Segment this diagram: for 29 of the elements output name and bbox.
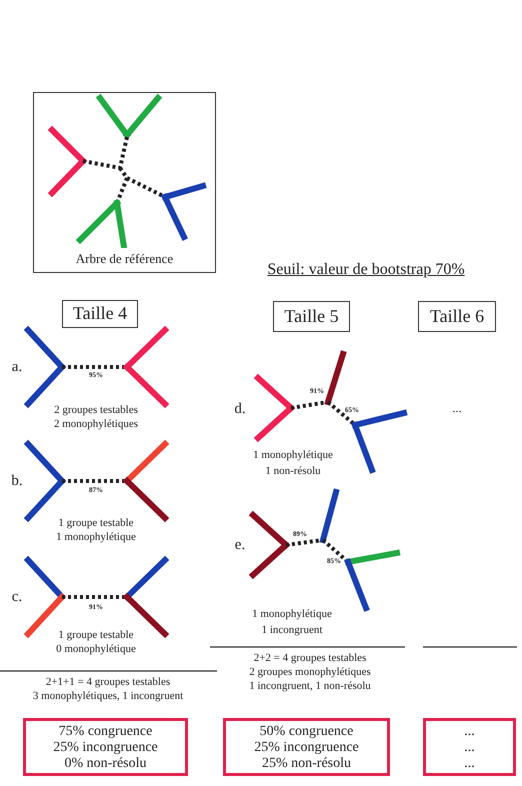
tree-caption: 1 non-résolu (265, 466, 321, 477)
panel-letter: d. (234, 402, 246, 417)
panel-letter: b. (11, 474, 23, 489)
tree-caption: 1 incongruent (262, 625, 322, 636)
summary-text: 2+2 = 4 groupes testables (254, 653, 366, 664)
panel-caption: Arbre de référence (74, 251, 174, 267)
tree-caption: 0 monophylétique (56, 644, 136, 655)
tree-caption: 1 groupe testable (58, 518, 134, 529)
size-header: Taille 5 (273, 301, 350, 332)
result-box: ... ... ... (423, 718, 516, 776)
size-header: Taille 6 (418, 301, 496, 332)
result-box: 50% congruence 25% incongruence 25% non-résolu (223, 718, 390, 776)
panel-letter: a. (12, 360, 22, 375)
panel-letter: e. (234, 538, 246, 553)
summary-text: 2 groupes monophylétiques (249, 667, 371, 678)
size-header: Taille 4 (62, 300, 138, 328)
summary-text: 2+1+1 = 4 groupes testables (46, 677, 170, 688)
summary-text: 1 incongruent, 1 non-résolu (249, 681, 371, 692)
tree-caption: 2 monophylétiques (54, 419, 138, 430)
summary-text: 3 monophylétiques, 1 incongruent (32, 691, 184, 702)
threshold-heading: Seuil: valeur de bootstrap 70% (267, 262, 465, 278)
tree-caption: 1 monophylétique (252, 609, 332, 620)
tree-caption: 2 groupes testables (54, 405, 138, 416)
tree-caption: 1 monophylétique (56, 532, 136, 543)
panel-letter: c. (12, 590, 22, 605)
ellipsis: ... (452, 402, 462, 414)
result-box: 75% congruence 25% incongruence 0% non-résolu (23, 718, 188, 776)
tree-caption: 1 monophylétique (253, 450, 333, 461)
tree-caption: 1 groupe testable (58, 630, 134, 641)
